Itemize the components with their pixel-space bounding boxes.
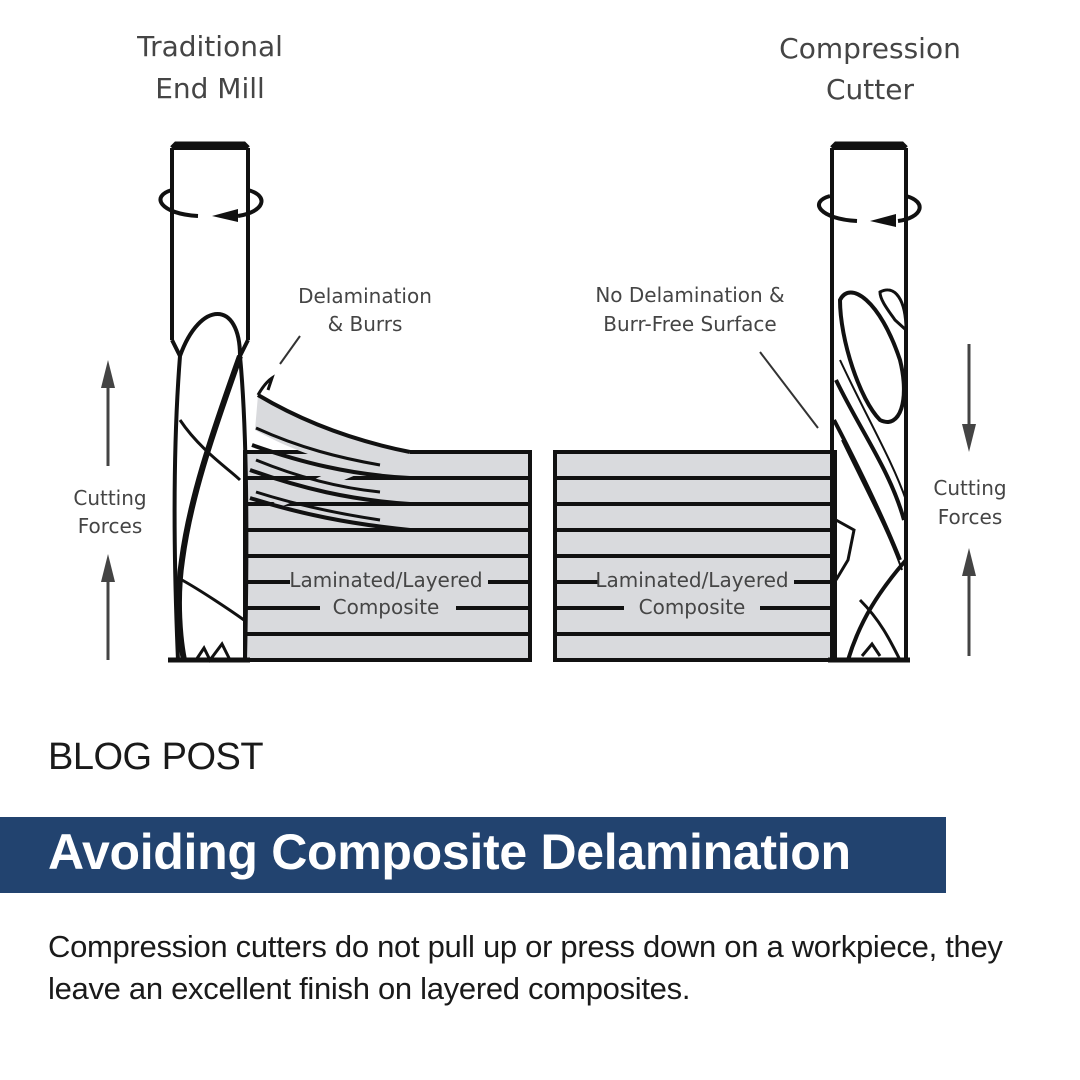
right-callout-label-line2: Burr-Free Surface (603, 312, 776, 336)
left-material-label-line2: Composite (333, 595, 440, 619)
rotation-arrow-icon (158, 188, 264, 222)
left-force-label-line2: Forces (78, 514, 143, 538)
rotation-arrow-icon (817, 194, 922, 227)
left-force-label: Cutting (73, 486, 146, 510)
right-force-label-line2: Forces (938, 505, 1003, 529)
left-composite-block: Laminated/Layered Composite (243, 374, 532, 662)
right-composite-block: Laminated/Layered Composite (553, 450, 837, 662)
post-title: Avoiding Composite Delamination (48, 824, 851, 880)
force-arrow-up-icon (101, 360, 115, 388)
force-arrow-up-icon (101, 554, 115, 582)
force-arrow-up-icon (962, 548, 976, 576)
right-material-label-line2: Composite (639, 595, 746, 619)
right-material-label: Laminated/Layered (595, 568, 788, 592)
right-callout-leader (759, 351, 819, 429)
force-arrow-down-icon (962, 424, 976, 452)
right-tool-title: Compression (779, 32, 961, 65)
post-description: Compression cutters do not pull up or pr… (48, 929, 1003, 1006)
post-kicker: BLOG POST (48, 736, 264, 778)
end-mill-comparison-diagram: Traditional End Mill (73, 30, 1007, 663)
left-force-arrows: Cutting Forces (73, 360, 147, 660)
right-tool-title-line2: Cutter (826, 73, 914, 106)
right-force-arrows: Cutting Forces (933, 344, 1007, 656)
left-callout-leader (279, 335, 301, 365)
right-force-label: Cutting (933, 476, 1006, 500)
left-callout-label: Delamination (298, 284, 432, 308)
left-callout-label-line2: & Burrs (328, 312, 403, 336)
compression-cutter-icon (828, 141, 910, 663)
traditional-end-mill-icon (168, 141, 250, 663)
title-banner: Avoiding Composite Delamination (0, 817, 946, 893)
traditional-end-mill-group: Traditional End Mill (73, 30, 532, 663)
left-tool-title-line2: End Mill (155, 72, 265, 105)
left-material-label: Laminated/Layered (289, 568, 482, 592)
right-callout-label: No Delamination & (595, 283, 784, 307)
compression-cutter-group: Compression Cutter Laminated/Layered Com… (553, 32, 1007, 663)
left-tool-title: Traditional (136, 30, 283, 63)
